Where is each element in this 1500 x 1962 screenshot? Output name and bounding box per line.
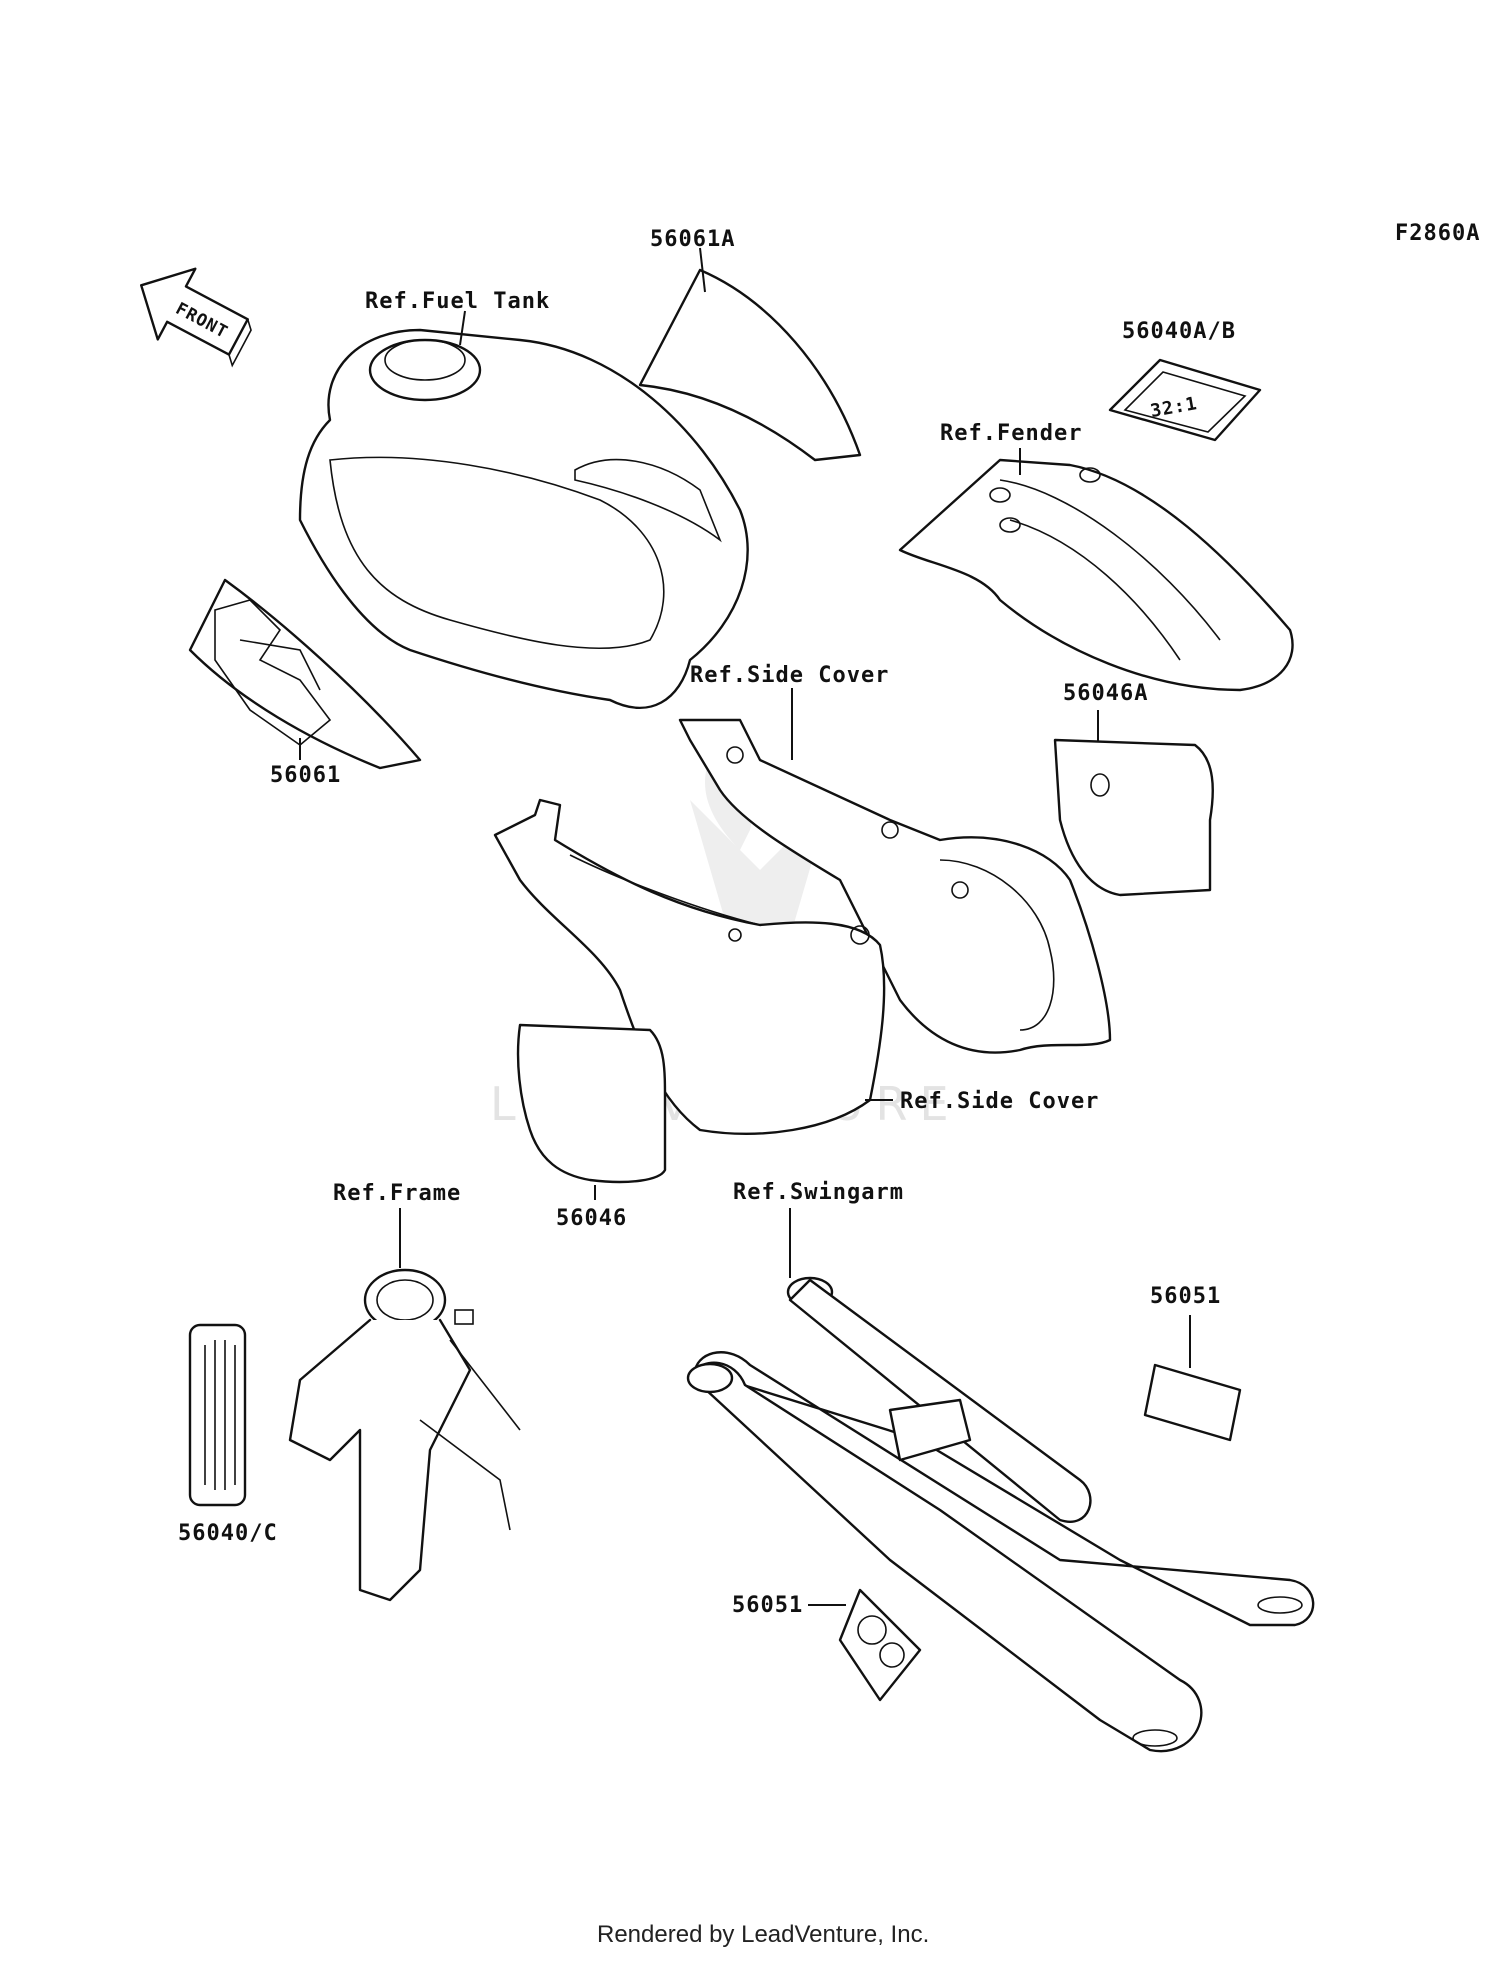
decal-56040C (188, 1323, 247, 1507)
fuel-tank (298, 328, 749, 710)
decal-56040AB: 32:1 (1108, 358, 1262, 442)
label-ref-frame: Ref.Frame (333, 1181, 461, 1206)
footer-credit: Rendered by LeadVenture, Inc. (597, 1921, 929, 1948)
label-56051-upper: 56051 (1150, 1284, 1221, 1309)
front-arrow-icon: FRONT (140, 267, 252, 368)
decal-56046 (516, 1023, 667, 1184)
frame (288, 1268, 521, 1602)
decal-56051-upper (1143, 1363, 1242, 1442)
label-ref-side-cover-upper: Ref.Side Cover (690, 663, 889, 688)
decal-56061 (188, 578, 422, 770)
label-56061: 56061 (270, 763, 341, 788)
label-56046A: 56046A (1063, 681, 1148, 706)
label-ref-fender: Ref.Fender (940, 421, 1082, 446)
figure-id: F2860A (1395, 221, 1480, 246)
decal-56051-lower (838, 1588, 922, 1702)
label-ref-fuel-tank: Ref.Fuel Tank (365, 289, 550, 314)
side-cover-lower (493, 798, 886, 1135)
watermark-flame-icon (690, 730, 830, 1040)
swingarm (686, 1276, 1315, 1753)
label-56040AB: 56040A/B (1122, 319, 1236, 344)
leader-lines (299, 247, 1191, 1606)
decal-56046A (1053, 738, 1214, 897)
label-56040C: 56040/C (178, 1521, 278, 1546)
decal-56061A (638, 268, 862, 462)
label-56051-lower: 56051 (732, 1593, 803, 1618)
label-ref-side-cover-lower: Ref.Side Cover (900, 1089, 1099, 1114)
fender (898, 458, 1294, 692)
label-56046: 56046 (556, 1206, 627, 1231)
side-cover-upper (678, 718, 1112, 1054)
label-ref-swingarm: Ref.Swingarm (733, 1180, 904, 1205)
label-56061A: 56061A (650, 227, 735, 252)
